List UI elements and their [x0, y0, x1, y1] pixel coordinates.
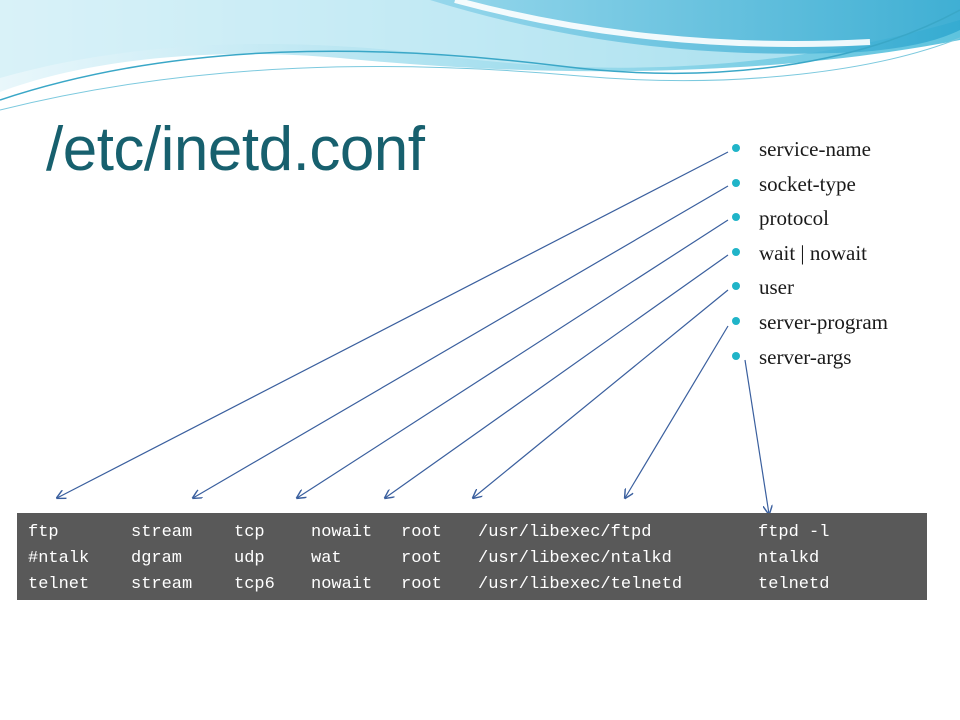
- field-label: user: [759, 275, 794, 300]
- config-cell: wat: [311, 549, 342, 568]
- config-cell: dgram: [131, 549, 183, 568]
- arrow-service-name: [57, 151, 729, 498]
- config-cell: tcp6: [234, 575, 275, 594]
- config-cell: udp: [234, 549, 265, 568]
- config-cell: telnetd: [758, 575, 830, 594]
- config-cell: /usr/libexec/ftpd: [478, 523, 652, 542]
- config-cell: /usr/libexec/telnetd: [478, 575, 683, 594]
- config-cell: nowait: [311, 575, 373, 594]
- field-item: user: [732, 270, 888, 305]
- field-label: protocol: [759, 206, 829, 231]
- arrow-wait-nowait: [385, 254, 729, 498]
- config-cell: ftp: [28, 523, 59, 542]
- field-label: socket-type: [759, 171, 856, 196]
- config-cell: nowait: [311, 523, 373, 542]
- field-item: server-args: [732, 340, 888, 375]
- config-code-block: ftp stream tcp nowait root/usr/libexec/ftpd f…: [17, 513, 927, 600]
- arrow-protocol: [297, 219, 729, 498]
- field-label: service-name: [759, 137, 871, 161]
- config-line: telnet stream tcp6 nowait root/usr/libexec/t…: [28, 571, 927, 597]
- bullet-icon: [732, 282, 740, 291]
- config-cell: telnet: [28, 575, 90, 594]
- config-cell: ftpd -l: [758, 523, 830, 542]
- bullet-icon: [732, 213, 740, 222]
- field-item: server-program: [732, 305, 888, 340]
- field-list: service-name socket-type protocol wait |…: [732, 132, 888, 374]
- field-item: socket-type: [732, 167, 888, 202]
- header-wave-decoration: [0, 0, 960, 111]
- field-item: wait | nowait: [732, 236, 888, 271]
- config-cell: tcp: [234, 523, 265, 542]
- field-label: server-program: [759, 309, 889, 334]
- config-line: ftp stream tcp nowait root/usr/libexec/ftpd f…: [28, 519, 927, 545]
- config-cell: ntalkd: [758, 549, 820, 568]
- config-cell: root: [401, 523, 442, 542]
- arrow-user: [473, 289, 729, 498]
- field-label: wait | nowait: [759, 240, 868, 265]
- config-cell: root: [401, 549, 442, 568]
- config-cell: #ntalk: [28, 549, 90, 568]
- config-cell: stream: [131, 523, 193, 542]
- field-item: service-name: [732, 132, 888, 167]
- bullet-icon: [732, 247, 740, 256]
- bullet-icon: [732, 178, 740, 187]
- arrow-server-args: [744, 359, 769, 514]
- bullet-icon: [732, 351, 740, 360]
- field-item: protocol: [732, 201, 888, 236]
- config-line: #ntalk dgram udp wat root/usr/libexec/ntalkd…: [28, 545, 927, 571]
- bullet-icon: [732, 316, 740, 325]
- field-label: server-args: [759, 344, 852, 369]
- config-cell: root: [401, 575, 442, 594]
- slide-title: /etc/inetd.conf: [46, 115, 425, 184]
- config-cell: /usr/libexec/ntalkd: [478, 549, 672, 568]
- arrow-server-program: [625, 325, 729, 498]
- arrow-socket-type: [193, 185, 729, 498]
- bullet-icon: [732, 144, 740, 152]
- config-cell: stream: [131, 575, 193, 594]
